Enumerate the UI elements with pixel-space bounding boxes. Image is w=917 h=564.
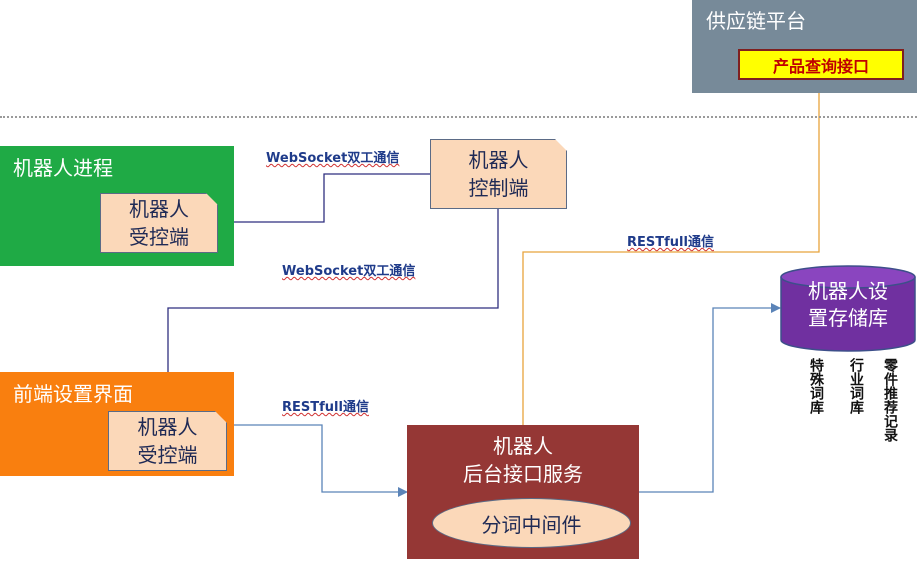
restful-label: RESTfull通信 — [627, 235, 714, 250]
database-line: 置存储库 — [808, 306, 888, 330]
backend-line: 机器人 — [493, 434, 553, 458]
card-line: 控制端 — [468, 176, 529, 200]
rest-connector-1 — [518, 79, 824, 434]
library-label-industry: 行业词库 — [848, 358, 864, 414]
robot-controlled-card: 机器人 受控端 — [100, 193, 218, 253]
segmentation-middleware: 分词中间件 — [432, 498, 631, 548]
websocket-connector-1 — [217, 169, 439, 227]
card-line: 机器人 — [137, 415, 198, 439]
backend-line: 后台接口服务 — [463, 462, 583, 486]
card-line: 受控端 — [137, 443, 198, 467]
restful-label: RESTfull通信 — [282, 400, 369, 415]
product-query-interface: 产品查询接口 — [738, 49, 904, 80]
frontend-controlled-card: 机器人 受控端 — [108, 411, 227, 471]
supply-chain-title: 供应链平台 — [706, 9, 806, 33]
library-label-special: 特殊词库 — [808, 358, 824, 414]
card-line: 受控端 — [129, 225, 189, 249]
rest-connector-2 — [218, 420, 408, 497]
dotted-divider — [0, 116, 917, 118]
backend-service-title: 机器人 后台接口服务 — [407, 432, 639, 488]
card-line: 机器人 — [468, 148, 529, 172]
db-connector — [639, 303, 781, 493]
robot-process-title: 机器人进程 — [13, 156, 113, 180]
websocket-label: WebSocket双工通信 — [282, 264, 416, 279]
frontend-settings-title: 前端设置界面 — [13, 382, 133, 406]
websocket-label: WebSocket双工通信 — [266, 151, 400, 166]
card-line: 机器人 — [129, 197, 189, 221]
websocket-connector-2 — [163, 200, 503, 412]
database-label: 机器人设 置存储库 — [780, 278, 916, 332]
robot-controller-card: 机器人 控制端 — [430, 139, 567, 209]
database-cylinder-icon — [780, 265, 916, 352]
database-line: 机器人设 — [808, 279, 888, 303]
library-label-parts: 零件推荐记录 — [882, 358, 898, 442]
